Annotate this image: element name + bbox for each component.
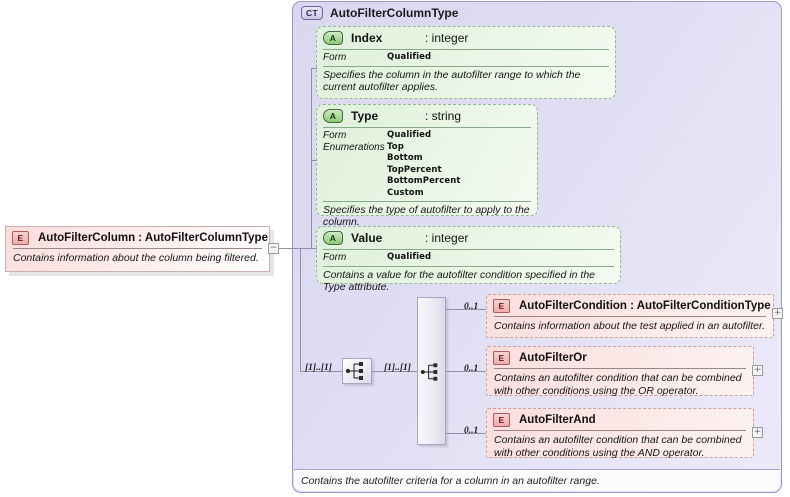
sequence-compositor-inner[interactable]	[417, 297, 446, 445]
connector-line	[372, 371, 417, 372]
element-header: E AutoFilterOr	[487, 347, 753, 368]
complex-type-title: AutoFilterColumnType	[330, 6, 459, 20]
attribute-type: : string	[425, 109, 462, 123]
attribute-header: A Type : string	[317, 105, 537, 127]
divider	[494, 316, 766, 317]
occurrence-label-inner: [1]..[1]	[384, 363, 411, 373]
property-value: Qualified	[387, 130, 432, 140]
property-label: Form	[323, 130, 347, 141]
attribute-documentation: Contains a value for the autofilter cond…	[323, 268, 596, 293]
expand-toggle-autofiltercondition[interactable]: +	[772, 308, 783, 319]
expand-toggle-autofilteror[interactable]: +	[752, 365, 763, 376]
attribute-badge-icon: A	[323, 109, 343, 123]
collapse-toggle-root[interactable]: −	[268, 243, 279, 254]
complex-type-documentation: Contains the autofilter criteria for a c…	[301, 474, 600, 487]
element-box-autofilteror[interactable]: E AutoFilterOr Contains an autofilter co…	[486, 346, 754, 397]
connector-line	[300, 371, 342, 372]
divider	[323, 65, 609, 67]
divider	[323, 201, 531, 202]
property-labels: Form	[323, 52, 387, 64]
element-box-autofiltercondition[interactable]: E AutoFilterCondition : AutoFilterCondit…	[486, 294, 774, 338]
attribute-documentation: Specifies the type of autofilter to appl…	[323, 204, 530, 228]
attribute-properties: Form Enumerations Qualified Top Bottom T…	[317, 128, 537, 201]
attribute-name: Index	[351, 31, 383, 45]
attribute-header: A Index : integer	[317, 27, 615, 49]
element-documentation: Contains an autofilter condition that ca…	[494, 434, 742, 459]
property-label: Form	[323, 52, 347, 63]
connector-line	[311, 248, 317, 249]
element-documentation: Contains information about the test appl…	[494, 320, 766, 332]
element-badge-icon: E	[493, 298, 510, 313]
element-documentation: Contains an autofilter condition that ca…	[494, 372, 742, 397]
property-value: Qualified	[387, 52, 432, 62]
attribute-name: Type	[351, 109, 379, 123]
property-value: Custom	[387, 187, 424, 198]
property-value: Qualified	[387, 252, 432, 262]
sequence-icon	[420, 363, 438, 381]
property-values: Qualified	[387, 52, 609, 64]
divider	[323, 249, 614, 250]
root-element-header: E AutoFilterColumn : AutoFilterColumnTyp…	[6, 227, 269, 248]
attribute-properties: Form Qualified	[317, 50, 615, 66]
connector-line	[446, 371, 486, 372]
root-element-documentation: Contains information about the column be…	[13, 252, 259, 264]
attribute-type: : integer	[425, 231, 469, 245]
element-name: AutoFilterCondition : AutoFilterConditio…	[519, 299, 771, 312]
occurrence-label-autofiltercondition: 0..1	[464, 302, 479, 312]
property-labels: Form Enumerations	[323, 130, 387, 199]
element-name: AutoFilterOr	[519, 351, 587, 364]
property-value: BottomPercent	[387, 176, 461, 186]
property-label: Form	[323, 252, 347, 263]
property-values: Qualified Top Bottom TopPercent BottomPe…	[387, 130, 531, 199]
property-value: TopPercent	[387, 164, 442, 175]
connector-line	[446, 309, 486, 310]
attribute-header: A Value : integer	[317, 227, 620, 249]
divider	[494, 368, 746, 369]
property-label: Enumerations	[323, 141, 385, 153]
element-badge-icon: E	[493, 412, 510, 427]
root-element-box[interactable]: E AutoFilterColumn : AutoFilterColumnTyp…	[5, 226, 270, 272]
complex-type-badge-icon: CT	[301, 6, 323, 20]
divider	[323, 265, 614, 267]
divider	[494, 430, 746, 431]
attribute-box-type[interactable]: A Type : string Form Enumerations Qualif…	[316, 104, 538, 228]
attribute-properties: Form Qualified	[317, 250, 620, 266]
complex-type-header: CT AutoFilterColumnType	[301, 6, 458, 20]
attribute-box-value[interactable]: A Value : integer Form Qualified Contain…	[316, 226, 621, 293]
property-labels: Form	[323, 252, 387, 264]
attribute-name: Value	[351, 231, 383, 245]
attribute-badge-icon: A	[323, 231, 343, 245]
occurrence-label-autofilterand: 0..1	[464, 426, 479, 436]
expand-toggle-autofilterand[interactable]: +	[752, 427, 763, 438]
sequence-compositor-outer[interactable]	[342, 358, 372, 384]
occurrence-label-autofilteror: 0..1	[464, 364, 479, 374]
element-header: E AutoFilterCondition : AutoFilterCondit…	[487, 295, 773, 316]
attribute-box-index[interactable]: A Index : integer Form Qualified Specifi…	[316, 26, 616, 99]
divider	[13, 248, 262, 249]
divider	[323, 49, 609, 50]
property-value: Bottom	[387, 153, 423, 163]
attribute-badge-icon: A	[323, 31, 343, 45]
complex-type-footer: Contains the autofilter criteria for a c…	[294, 469, 780, 491]
sequence-icon	[345, 362, 363, 380]
connector-line	[300, 248, 301, 371]
element-name: AutoFilterAnd	[519, 413, 596, 426]
property-values: Qualified	[387, 252, 614, 264]
element-header: E AutoFilterAnd	[487, 409, 753, 430]
connector-line	[279, 248, 311, 249]
connector-line	[311, 68, 317, 69]
element-badge-icon: E	[12, 230, 29, 245]
root-element-name: AutoFilterColumn : AutoFilterColumnType	[38, 231, 268, 244]
property-value: Top	[387, 141, 404, 152]
attribute-type: : integer	[425, 31, 469, 45]
occurrence-label-outer: [1]..[1]	[305, 363, 332, 373]
connector-trunk	[311, 68, 312, 249]
connector-line	[446, 433, 486, 434]
attribute-documentation: Specifies the column in the autofilter r…	[323, 68, 581, 93]
connector-line	[311, 160, 317, 161]
element-box-autofilterand[interactable]: E AutoFilterAnd Contains an autofilter c…	[486, 408, 754, 459]
element-badge-icon: E	[493, 350, 510, 365]
divider	[323, 127, 531, 128]
